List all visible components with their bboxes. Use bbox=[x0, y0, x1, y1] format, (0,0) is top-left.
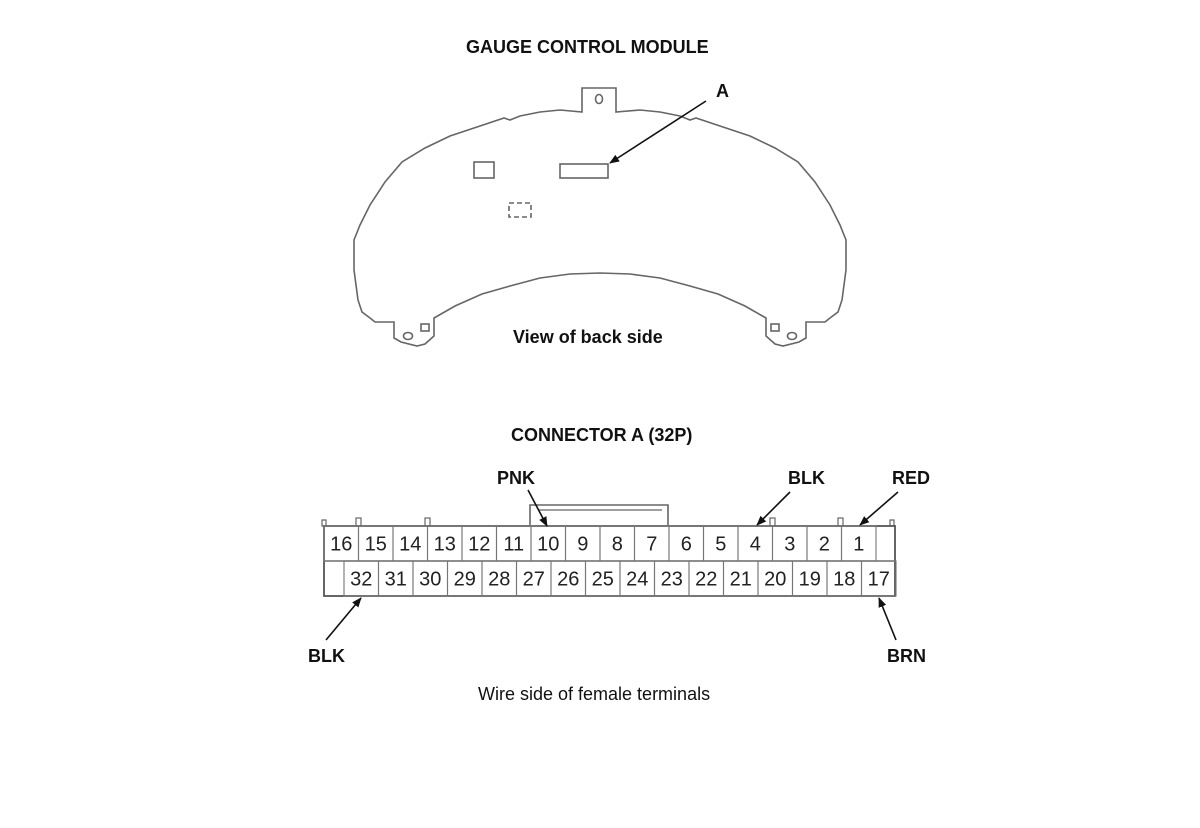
gauge-module-outline bbox=[353, 87, 847, 347]
wire-label-blk-bottom: BLK bbox=[308, 646, 345, 666]
pin-16: 16 bbox=[330, 534, 352, 556]
pin-23: 23 bbox=[661, 569, 683, 591]
wire-label-pnk: PNK bbox=[497, 468, 536, 488]
pin-21: 21 bbox=[730, 569, 752, 591]
blk-bottom-arrow bbox=[325, 597, 362, 641]
pin-27: 27 bbox=[523, 569, 545, 591]
pin-7: 7 bbox=[646, 534, 657, 556]
pin-26: 26 bbox=[557, 569, 579, 591]
pin-12: 12 bbox=[468, 534, 490, 556]
module-title: GAUGE CONTROL MODULE bbox=[466, 37, 709, 57]
pin-17: 17 bbox=[868, 569, 890, 591]
pnk-arrow bbox=[527, 489, 548, 527]
pin-15: 15 bbox=[365, 534, 387, 556]
callout-a-label: A bbox=[716, 81, 729, 101]
wire-label-brn: BRN bbox=[887, 646, 926, 666]
pin-5: 5 bbox=[715, 534, 726, 556]
pin-8: 8 bbox=[612, 534, 623, 556]
wire-label-red: RED bbox=[892, 468, 931, 488]
brn-arrow bbox=[878, 597, 897, 641]
pin-22: 22 bbox=[695, 569, 717, 591]
pin-2: 2 bbox=[819, 534, 830, 556]
pin-20: 20 bbox=[764, 569, 786, 591]
bottom-cell-17 bbox=[860, 560, 897, 597]
pin-4: 4 bbox=[750, 534, 761, 556]
pin-3: 3 bbox=[784, 534, 795, 556]
wire-label-blk-top: BLK bbox=[788, 468, 825, 488]
pin-9: 9 bbox=[577, 534, 588, 556]
view-caption: View of back side bbox=[513, 327, 663, 347]
pin-25: 25 bbox=[592, 569, 614, 591]
pin-11: 11 bbox=[503, 534, 524, 556]
pin-24: 24 bbox=[626, 569, 648, 591]
pin-30: 30 bbox=[419, 569, 441, 591]
callout-a-arrow bbox=[609, 100, 707, 164]
pin-14: 14 bbox=[399, 534, 421, 556]
pin-13: 13 bbox=[434, 534, 456, 556]
pin-10: 10 bbox=[537, 534, 559, 556]
pin-29: 29 bbox=[454, 569, 476, 591]
connector-title: CONNECTOR A (32P) bbox=[511, 425, 693, 445]
pin-19: 19 bbox=[799, 569, 821, 591]
pin-28: 28 bbox=[488, 569, 510, 591]
pin-18: 18 bbox=[833, 569, 855, 591]
pin-31: 31 bbox=[385, 569, 407, 591]
red-arrow bbox=[859, 491, 899, 526]
pin-6: 6 bbox=[681, 534, 692, 556]
blk-top-arrow bbox=[756, 491, 791, 526]
pin-1: 1 bbox=[853, 534, 864, 556]
pin-32: 32 bbox=[350, 569, 372, 591]
connector-caption: Wire side of female terminals bbox=[478, 684, 711, 704]
